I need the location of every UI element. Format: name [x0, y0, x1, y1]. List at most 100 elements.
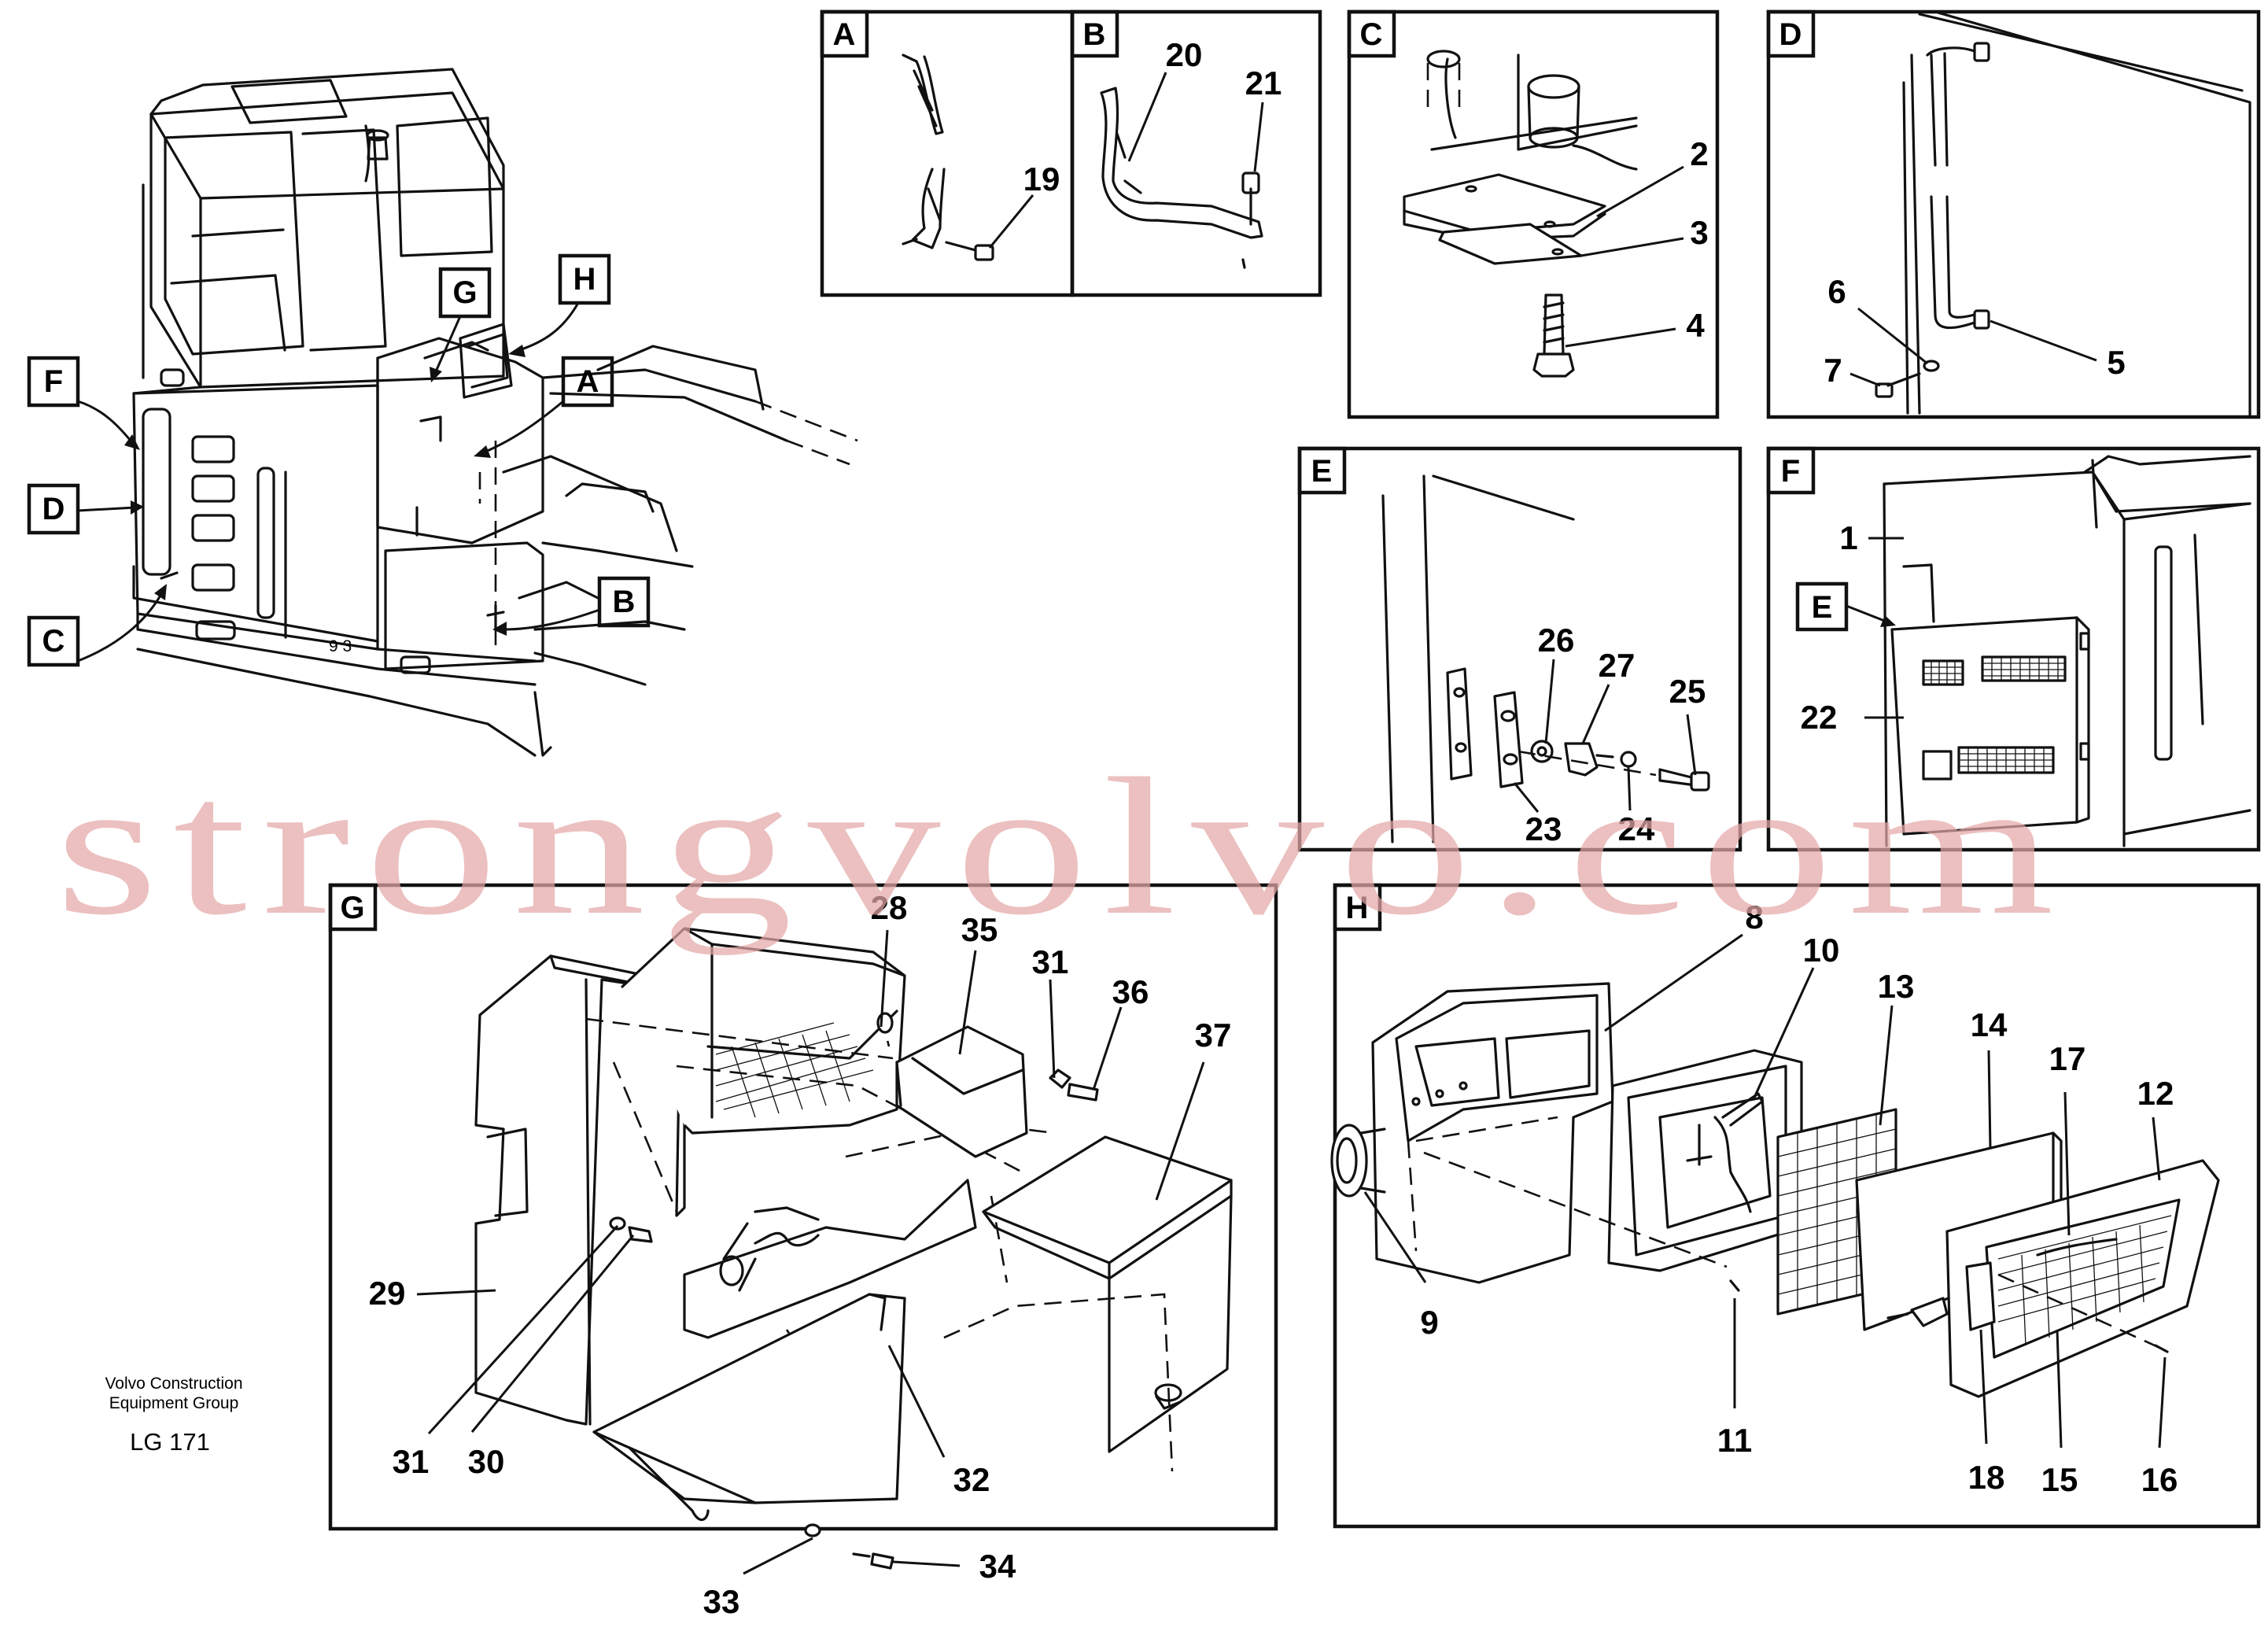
part-10-leader — [1753, 967, 1815, 1098]
part-35-leader — [958, 950, 977, 1055]
part-14-leader — [1987, 1050, 1992, 1150]
part-31a-leader — [1049, 979, 1056, 1079]
part-7: 7 — [1824, 352, 1842, 389]
part-26-leader — [1544, 659, 1555, 744]
part-30-leader — [470, 1235, 635, 1433]
f-callout-e-arrowhead — [1880, 615, 1896, 627]
part-34: 34 — [979, 1548, 1016, 1585]
part-21: 21 — [1245, 65, 1282, 101]
callout-b-label: B — [613, 585, 636, 619]
part-12: 12 — [2137, 1075, 2174, 1112]
callout-a-arrow — [483, 400, 564, 454]
part-17: 17 — [2049, 1040, 2086, 1077]
callout-b-arrowhead — [492, 622, 507, 636]
footer-diagram-code: LG 171 — [130, 1428, 210, 1456]
detail-panel-b: B 20 21 — [1070, 9, 1322, 297]
part-1: 1 — [1839, 519, 1857, 556]
callout-a-label: A — [577, 364, 599, 399]
part-2: 2 — [1690, 135, 1708, 172]
part-27: 27 — [1599, 647, 1636, 684]
callout-box-b — [597, 576, 651, 628]
callout-c-arrow — [77, 593, 163, 662]
callout-g-arrow — [435, 316, 462, 371]
part-6: 6 — [1827, 273, 1846, 310]
callout-a-arrowhead — [474, 445, 491, 458]
panel-f-title: F — [1781, 454, 1800, 489]
part-23: 23 — [1525, 810, 1562, 847]
part-20: 20 — [1166, 36, 1203, 73]
callout-box-h — [558, 253, 611, 305]
detail-panel-a: A 19 — [820, 9, 1075, 297]
callout-g-arrowhead — [430, 367, 442, 382]
part-33: 33 — [703, 1583, 740, 1620]
part-21-leader — [1253, 101, 1264, 172]
part-34-leader — [892, 1560, 961, 1567]
part-9: 9 — [1420, 1304, 1438, 1341]
callout-d-arrowhead — [131, 500, 144, 515]
part-3-leader — [1580, 237, 1684, 257]
part-31b-leader — [427, 1224, 619, 1435]
part-36-leader — [1092, 1006, 1123, 1091]
part-25: 25 — [1669, 673, 1706, 710]
footer-company-line1: Volvo Construction — [105, 1375, 242, 1393]
callout-h-arrow — [518, 302, 580, 352]
part-37: 37 — [1195, 1017, 1232, 1054]
part-25-leader — [1686, 714, 1697, 776]
callout-box-f — [27, 356, 80, 408]
part-24: 24 — [1618, 810, 1655, 847]
part-33-leader — [743, 1537, 813, 1575]
part-28: 28 — [871, 889, 908, 926]
panel-c-title: C — [1360, 17, 1383, 52]
part-13-leader — [1879, 1005, 1894, 1126]
callout-d-arrow — [77, 506, 136, 512]
part-4-leader — [1565, 327, 1676, 348]
part-30: 30 — [468, 1443, 505, 1480]
detail-panel-g: G — [328, 883, 1278, 1620]
part-37-leader — [1155, 1061, 1205, 1201]
panel-a-title: A — [833, 17, 856, 52]
part-11: 11 — [1717, 1422, 1752, 1459]
part-17-leader — [2063, 1091, 2071, 1236]
part-2-leader — [1596, 165, 1684, 218]
part-26: 26 — [1538, 622, 1575, 659]
part-31-lower: 31 — [393, 1443, 430, 1480]
part-36: 36 — [1112, 973, 1149, 1010]
part-32: 32 — [953, 1461, 990, 1498]
panel-h-title: H — [1346, 891, 1369, 925]
part-9-leader — [1363, 1191, 1427, 1283]
part-27-leader — [1581, 684, 1610, 744]
callout-h-label: H — [573, 262, 596, 297]
detail-panel-h: H — [1330, 883, 2261, 1529]
callout-c-arrowhead — [154, 584, 167, 600]
part-29-leader — [416, 1289, 496, 1296]
footer-company-line2: Equipment Group — [109, 1394, 239, 1412]
part-20-leader — [1127, 72, 1167, 162]
panel-b-title: B — [1083, 17, 1106, 52]
watermark-text: strongvolvo.com — [55, 738, 2069, 956]
detail-panel-f: F 1 E 22 — [1766, 446, 2261, 852]
f-callout-e: E — [1812, 590, 1833, 625]
part-31-upper: 31 — [1032, 943, 1069, 980]
callout-h-arrowhead — [508, 345, 526, 357]
callout-b-arrow — [503, 608, 600, 631]
part-19-leader — [988, 194, 1034, 249]
part-3: 3 — [1690, 214, 1708, 251]
part-15-leader — [2056, 1329, 2063, 1449]
part-18: 18 — [1968, 1459, 2005, 1496]
panel-d-title: D — [1779, 17, 1802, 52]
part-35: 35 — [961, 911, 998, 948]
part-8-leader — [1604, 933, 1743, 1032]
part-16-leader — [2158, 1356, 2167, 1449]
detail-panel-e: E 26 27 25 23 24 — [1297, 446, 1742, 852]
part-10: 10 — [1803, 932, 1840, 969]
overview-callouts: F D C G H A B — [27, 253, 651, 667]
callout-box-d — [27, 483, 80, 535]
callout-box-a — [561, 356, 614, 408]
callout-f-arrow — [77, 400, 135, 445]
part-16: 16 — [2141, 1461, 2178, 1498]
callout-box-c — [27, 615, 80, 667]
callout-box-g — [438, 267, 492, 319]
detail-panel-d: D 5 6 7 — [1766, 9, 2261, 419]
part-29: 29 — [369, 1275, 406, 1312]
